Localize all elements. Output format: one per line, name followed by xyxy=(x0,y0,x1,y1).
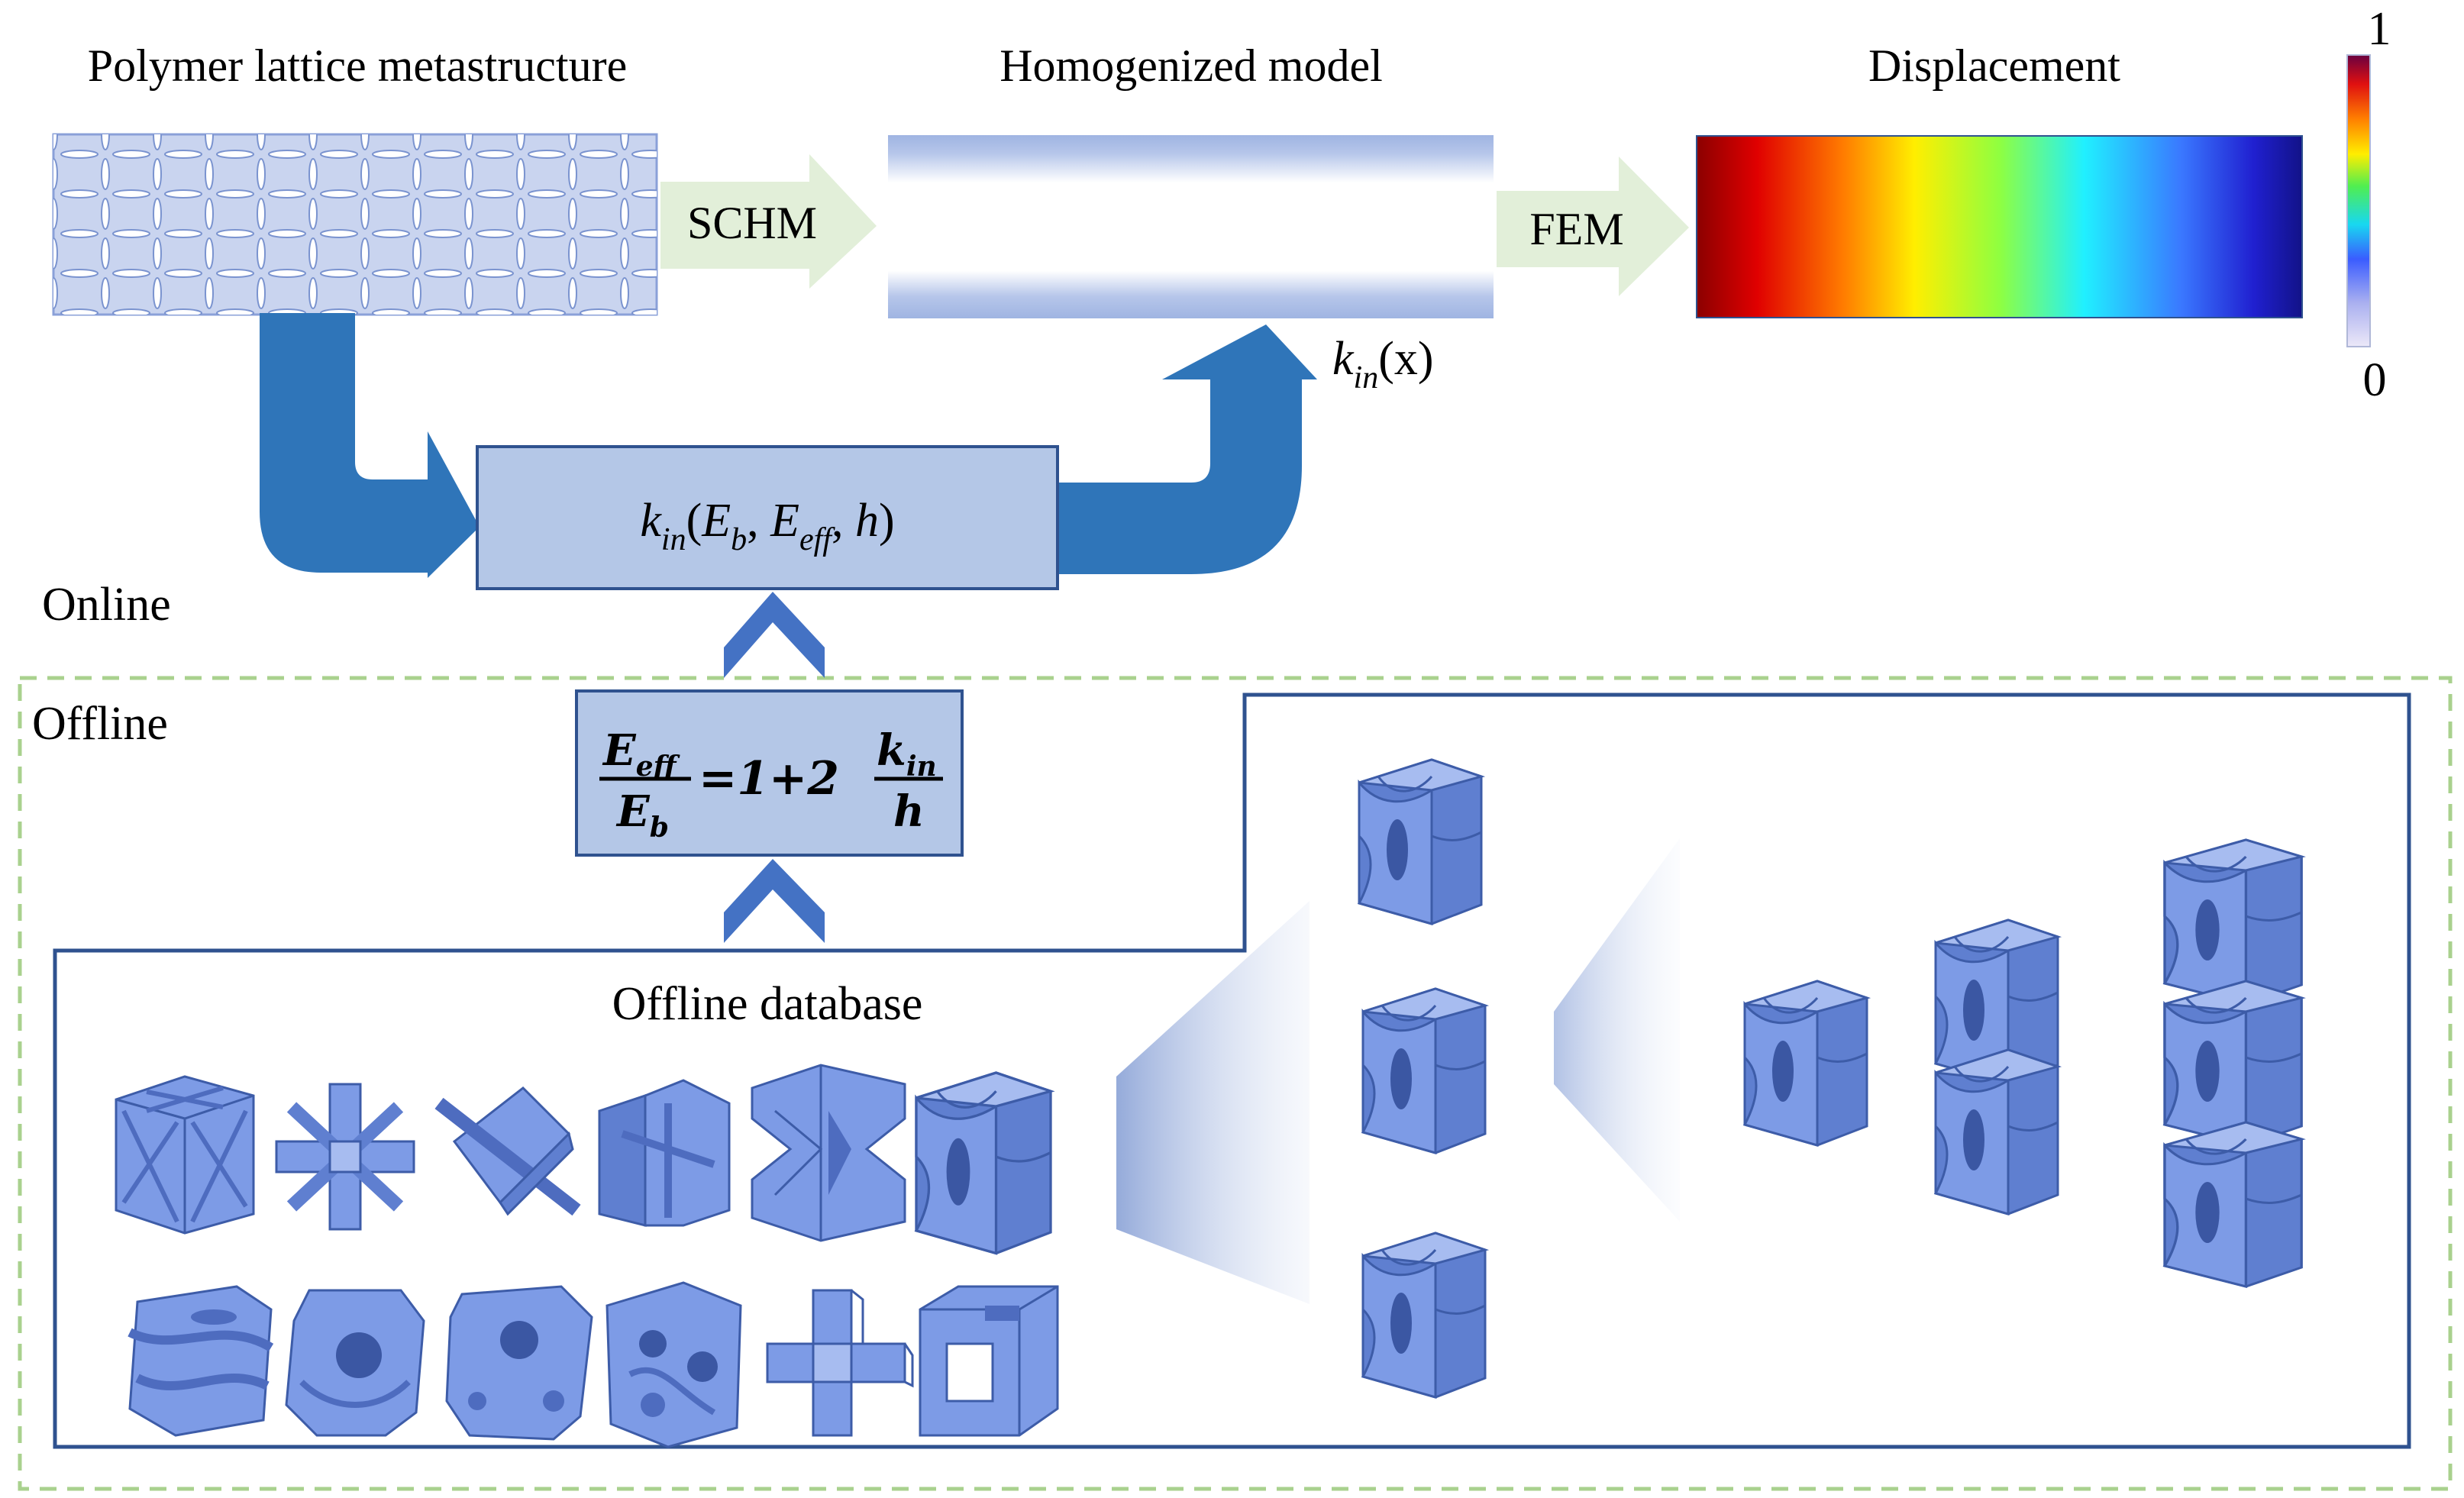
lattice-metastructure xyxy=(52,133,658,316)
t-beam-cell-icon xyxy=(598,1079,731,1227)
reentrant-variant-1-icon xyxy=(1358,758,1483,925)
up-chevron-top-icon xyxy=(724,592,825,678)
octet-truss-cell-icon xyxy=(115,1075,255,1235)
offline-region-border xyxy=(18,676,2453,1491)
plus-cross-cell-icon xyxy=(766,1289,914,1437)
reentrant-variant-2-icon xyxy=(1361,987,1487,1154)
colorbar: 1 0 xyxy=(2346,3,2391,406)
right-flow-arrow xyxy=(1058,324,1317,574)
online-label: Online xyxy=(42,579,171,631)
schm-arrow: SCHM xyxy=(660,154,877,289)
fem-arrow: FEM xyxy=(1497,157,1689,296)
equation-box: Eeff Eb =1+2 kin h xyxy=(575,689,964,857)
displacement-field xyxy=(1696,135,2303,318)
displacement-title: Displacement xyxy=(1868,40,2120,91)
left-flow-arrow xyxy=(260,313,480,578)
reentrant-cell-icon xyxy=(915,1071,1052,1255)
bowtie-cell-icon xyxy=(751,1064,906,1242)
colorbar-min-label: 0 xyxy=(2363,354,2387,406)
expansion-fan-right xyxy=(1554,838,1680,1222)
schm-label: SCHM xyxy=(687,198,817,248)
diamond-tpms-cell-icon xyxy=(445,1285,593,1441)
function-text: kin(Eb, Eeff, h) xyxy=(640,495,894,557)
fem-label: FEM xyxy=(1529,204,1623,254)
cross-strut-cell-icon xyxy=(275,1083,415,1231)
colorbar-max-label: 1 xyxy=(2368,3,2391,55)
reentrant-variant-3-icon xyxy=(1361,1232,1487,1399)
plate-cross-cell-icon xyxy=(434,1086,581,1216)
schwarz-cell-icon xyxy=(285,1289,425,1437)
offline-database-title: Offline database xyxy=(612,978,923,1030)
iwp-cell-icon xyxy=(606,1281,742,1448)
expansion-fan-left xyxy=(1116,901,1310,1304)
homogenized-title: Homogenized model xyxy=(999,40,1383,91)
gyroid-cell-icon xyxy=(128,1285,274,1437)
offline-label: Offline xyxy=(32,698,168,750)
double-stack-icon xyxy=(1934,918,2059,1216)
hollow-cube-cell-icon xyxy=(919,1285,1059,1437)
single-stack-icon xyxy=(1743,980,1868,1147)
function-box: kin(Eb, Eeff, h) xyxy=(476,445,1059,590)
offline-database-panel xyxy=(53,693,2411,1449)
equation-rhs: =1+2 xyxy=(699,752,839,805)
kin-x-label: kin(x) xyxy=(1332,333,1434,395)
equation-denominator: Eb xyxy=(615,786,669,844)
lattice-title: Polymer lattice metastructure xyxy=(88,40,627,91)
triple-stack-icon xyxy=(2163,838,2303,1288)
up-chevron-bottom-icon xyxy=(724,859,825,943)
equation-frac-denominator: h xyxy=(893,786,925,837)
homogenized-band xyxy=(888,135,1494,318)
